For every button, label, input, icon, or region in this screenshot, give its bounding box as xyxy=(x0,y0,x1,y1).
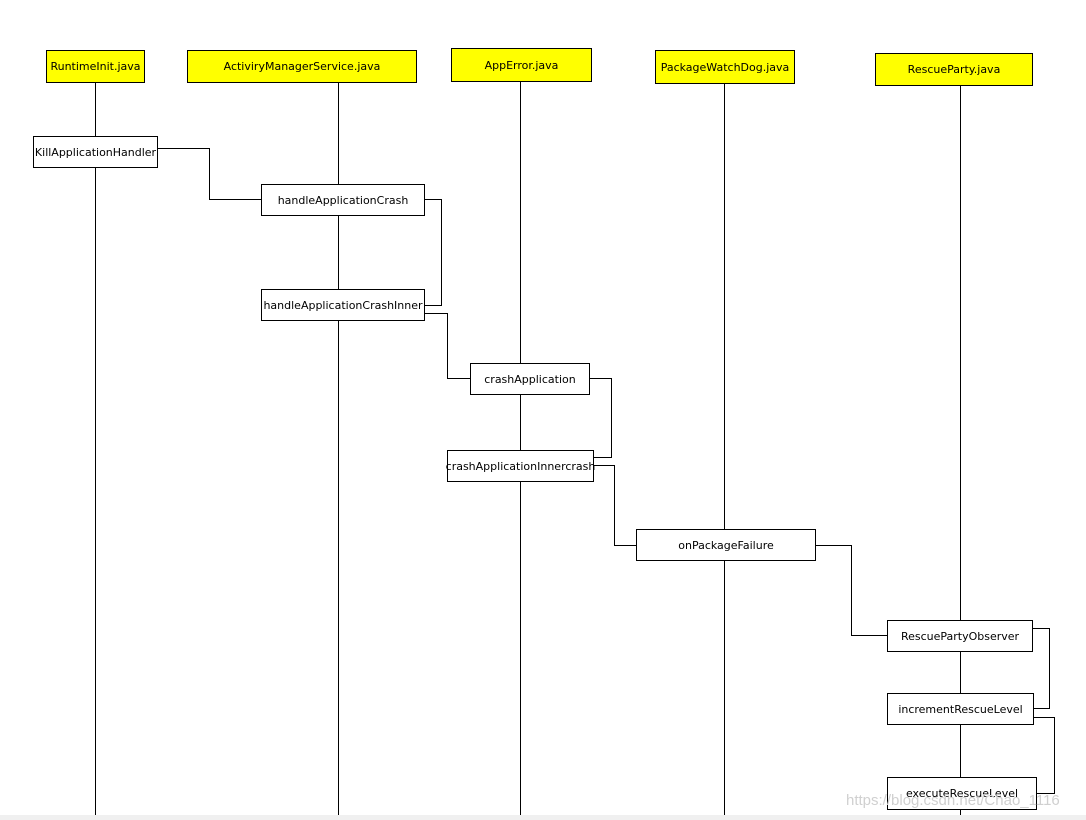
file-header-label: RuntimeInit.java xyxy=(50,60,141,73)
method-label: crashApplication xyxy=(484,372,576,386)
method-rescue-party-observer: RescuePartyObserver xyxy=(887,620,1033,652)
call-arrow-observer-to-increment xyxy=(1032,628,1050,709)
method-label: KillApplicationHandler xyxy=(34,145,157,159)
method-label: handleApplicationCrash xyxy=(277,193,409,207)
method-handle-application-crash: handleApplicationCrash xyxy=(261,184,425,216)
method-label: handleApplicationCrashInner xyxy=(263,298,423,312)
method-kill-application-handler: KillApplicationHandler xyxy=(33,136,158,168)
method-crash-application-innercrash: crashApplicationInnercrash xyxy=(445,450,596,482)
method-label: executeRescueLevel xyxy=(905,787,1019,800)
file-header-rescue-party: RescueParty.java xyxy=(875,53,1033,86)
call-arrow-on-package-failure-to-observer xyxy=(815,545,888,636)
call-arrow-crash-application-to-innercrash xyxy=(589,378,612,458)
file-header-label: ActiviryManagerService.java xyxy=(223,60,381,73)
watermark: https://blog.csdn.net/Chao_1116 xyxy=(846,792,1060,809)
call-arrow-increment-to-execute xyxy=(1033,717,1055,794)
method-crash-application: crashApplication xyxy=(470,363,590,395)
file-header-label: AppError.java xyxy=(484,58,559,72)
file-header-label: PackageWatchDog.java xyxy=(660,60,790,74)
method-increment-rescue-level: incrementRescueLevel xyxy=(887,693,1034,725)
method-execute-rescue-level: executeRescueLevel xyxy=(887,777,1037,810)
bottom-edge xyxy=(0,815,1086,820)
file-header-app-error: AppError.java xyxy=(451,48,592,82)
method-handle-application-crash-inner: handleApplicationCrashInner xyxy=(261,289,425,321)
file-header-activity-manager-service: ActiviryManagerService.java xyxy=(187,50,417,83)
file-header-label: RescueParty.java xyxy=(907,63,1001,76)
call-arrow-innercrash-to-on-package-failure xyxy=(593,465,637,546)
method-on-package-failure: onPackageFailure xyxy=(636,529,816,561)
call-arrow-kill-to-handle-crash xyxy=(157,148,262,200)
file-header-runtime-init: RuntimeInit.java xyxy=(46,50,145,83)
method-label: incrementRescueLevel xyxy=(898,702,1023,716)
file-header-package-watchdog: PackageWatchDog.java xyxy=(655,50,795,84)
method-label: RescuePartyObserver xyxy=(900,629,1020,643)
method-label: crashApplicationInnercrash xyxy=(445,459,596,473)
method-label: onPackageFailure xyxy=(678,538,774,552)
call-arrow-inner-to-crash-application xyxy=(424,313,471,379)
call-arrow-handle-crash-to-inner xyxy=(424,199,442,306)
